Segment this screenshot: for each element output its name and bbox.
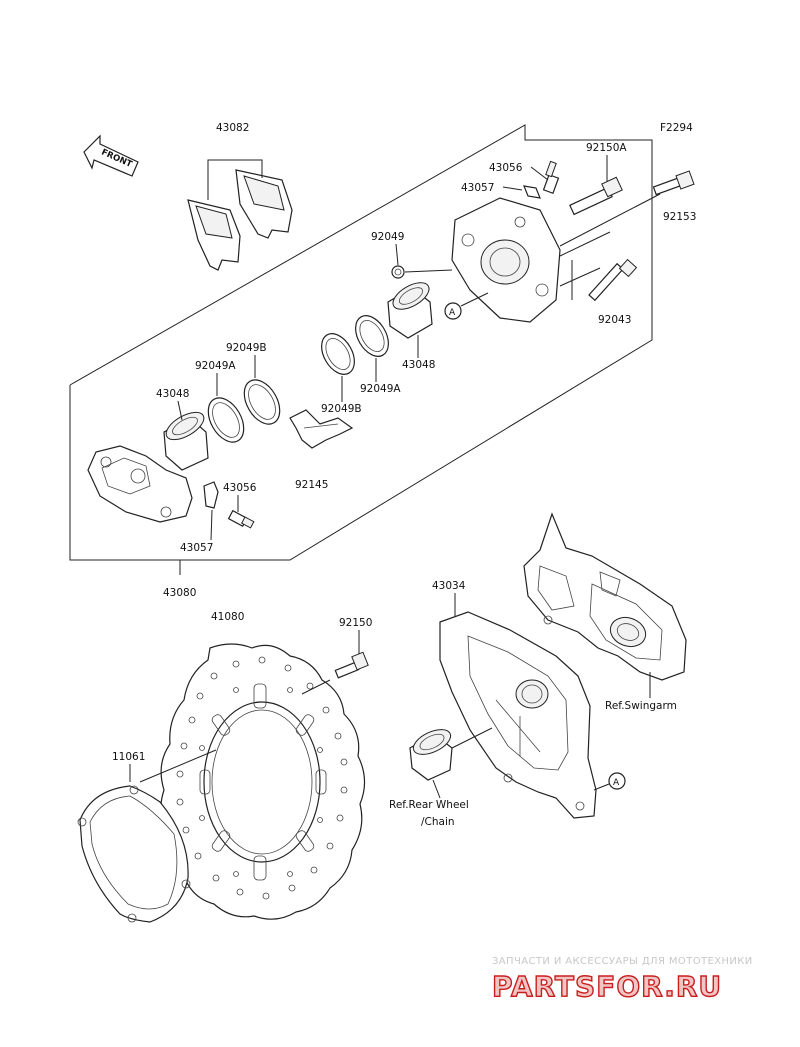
label-92049A-left: 92049A	[195, 360, 236, 372]
ref-rear-wheel-line2: /Chain	[421, 816, 455, 828]
brake-pads	[187, 169, 293, 271]
label-43080: 43080	[163, 587, 196, 599]
pad-spring-92145	[289, 409, 354, 449]
label-92049: 92049	[371, 231, 404, 243]
label-43034: 43034	[432, 580, 466, 592]
label-92153: 92153	[663, 211, 696, 223]
seal-92049B-left	[243, 379, 281, 425]
bleeder-cap-bottom	[203, 481, 219, 509]
label-11061: 11061	[112, 751, 145, 763]
swingarm-reference	[523, 512, 687, 681]
seal-92049A-left	[207, 397, 245, 443]
label-43056-bottom: 43056	[223, 482, 257, 494]
label-92145: 92145	[295, 479, 328, 491]
seal-92049B-right	[321, 333, 355, 375]
watermark-brand: PARTSFOR.RU	[492, 970, 722, 1003]
label-43048-left: 43048	[156, 388, 189, 400]
diagram-code: F2294	[660, 122, 693, 134]
bolt-92153	[652, 170, 695, 196]
label-92049B-left: 92049B	[226, 342, 267, 354]
caliper-bracket-body	[451, 197, 561, 323]
piston-43048-left	[163, 411, 209, 471]
label-92150: 92150	[339, 617, 372, 629]
label-43057-top: 43057	[461, 182, 494, 194]
label-92049B-right: 92049B	[321, 403, 362, 415]
callout-a-bottom	[608, 772, 626, 790]
label-92150A: 92150A	[586, 142, 627, 154]
watermark-tagline: ЗАПЧАСТИ И АКСЕССУАРЫ ДЛЯ МОТОТЕХНИКИ	[492, 956, 753, 967]
callout-a-bottom-label: A	[613, 778, 620, 788]
caliper-assembly-outline	[69, 124, 653, 561]
seal-92049A-right	[355, 315, 389, 357]
bleeder-valve-bottom	[227, 509, 255, 529]
front-arrow-icon: FRONT	[83, 134, 139, 177]
piston-43048-right	[387, 282, 433, 339]
bleeder-cap-top	[523, 185, 541, 199]
bolt-92150A	[569, 176, 623, 216]
ref-rear-wheel-line1: Ref.Rear Wheel	[389, 799, 469, 811]
axle-collar	[409, 729, 453, 781]
label-43057-bottom: 43057	[180, 542, 213, 554]
label-43082: 43082	[216, 122, 249, 134]
small-seal-92049	[391, 265, 405, 279]
caliper-housing	[87, 445, 193, 523]
label-41080: 41080	[211, 611, 244, 623]
label-43048-right: 43048	[402, 359, 435, 371]
ref-swingarm: Ref.Swingarm	[605, 700, 677, 712]
label-43056-top: 43056	[489, 162, 523, 174]
pin-92043	[588, 258, 638, 302]
bolt-92150	[334, 651, 369, 679]
label-92049A-right: 92049A	[360, 383, 401, 395]
gasket-11061	[77, 785, 191, 923]
label-92043: 92043	[598, 314, 631, 326]
bleeder-valve-top	[542, 160, 560, 194]
caliper-bracket-43034	[439, 611, 597, 819]
callout-a-top-label: A	[449, 308, 456, 318]
brake-disc-41080	[160, 643, 366, 920]
callout-a-top	[444, 302, 462, 320]
